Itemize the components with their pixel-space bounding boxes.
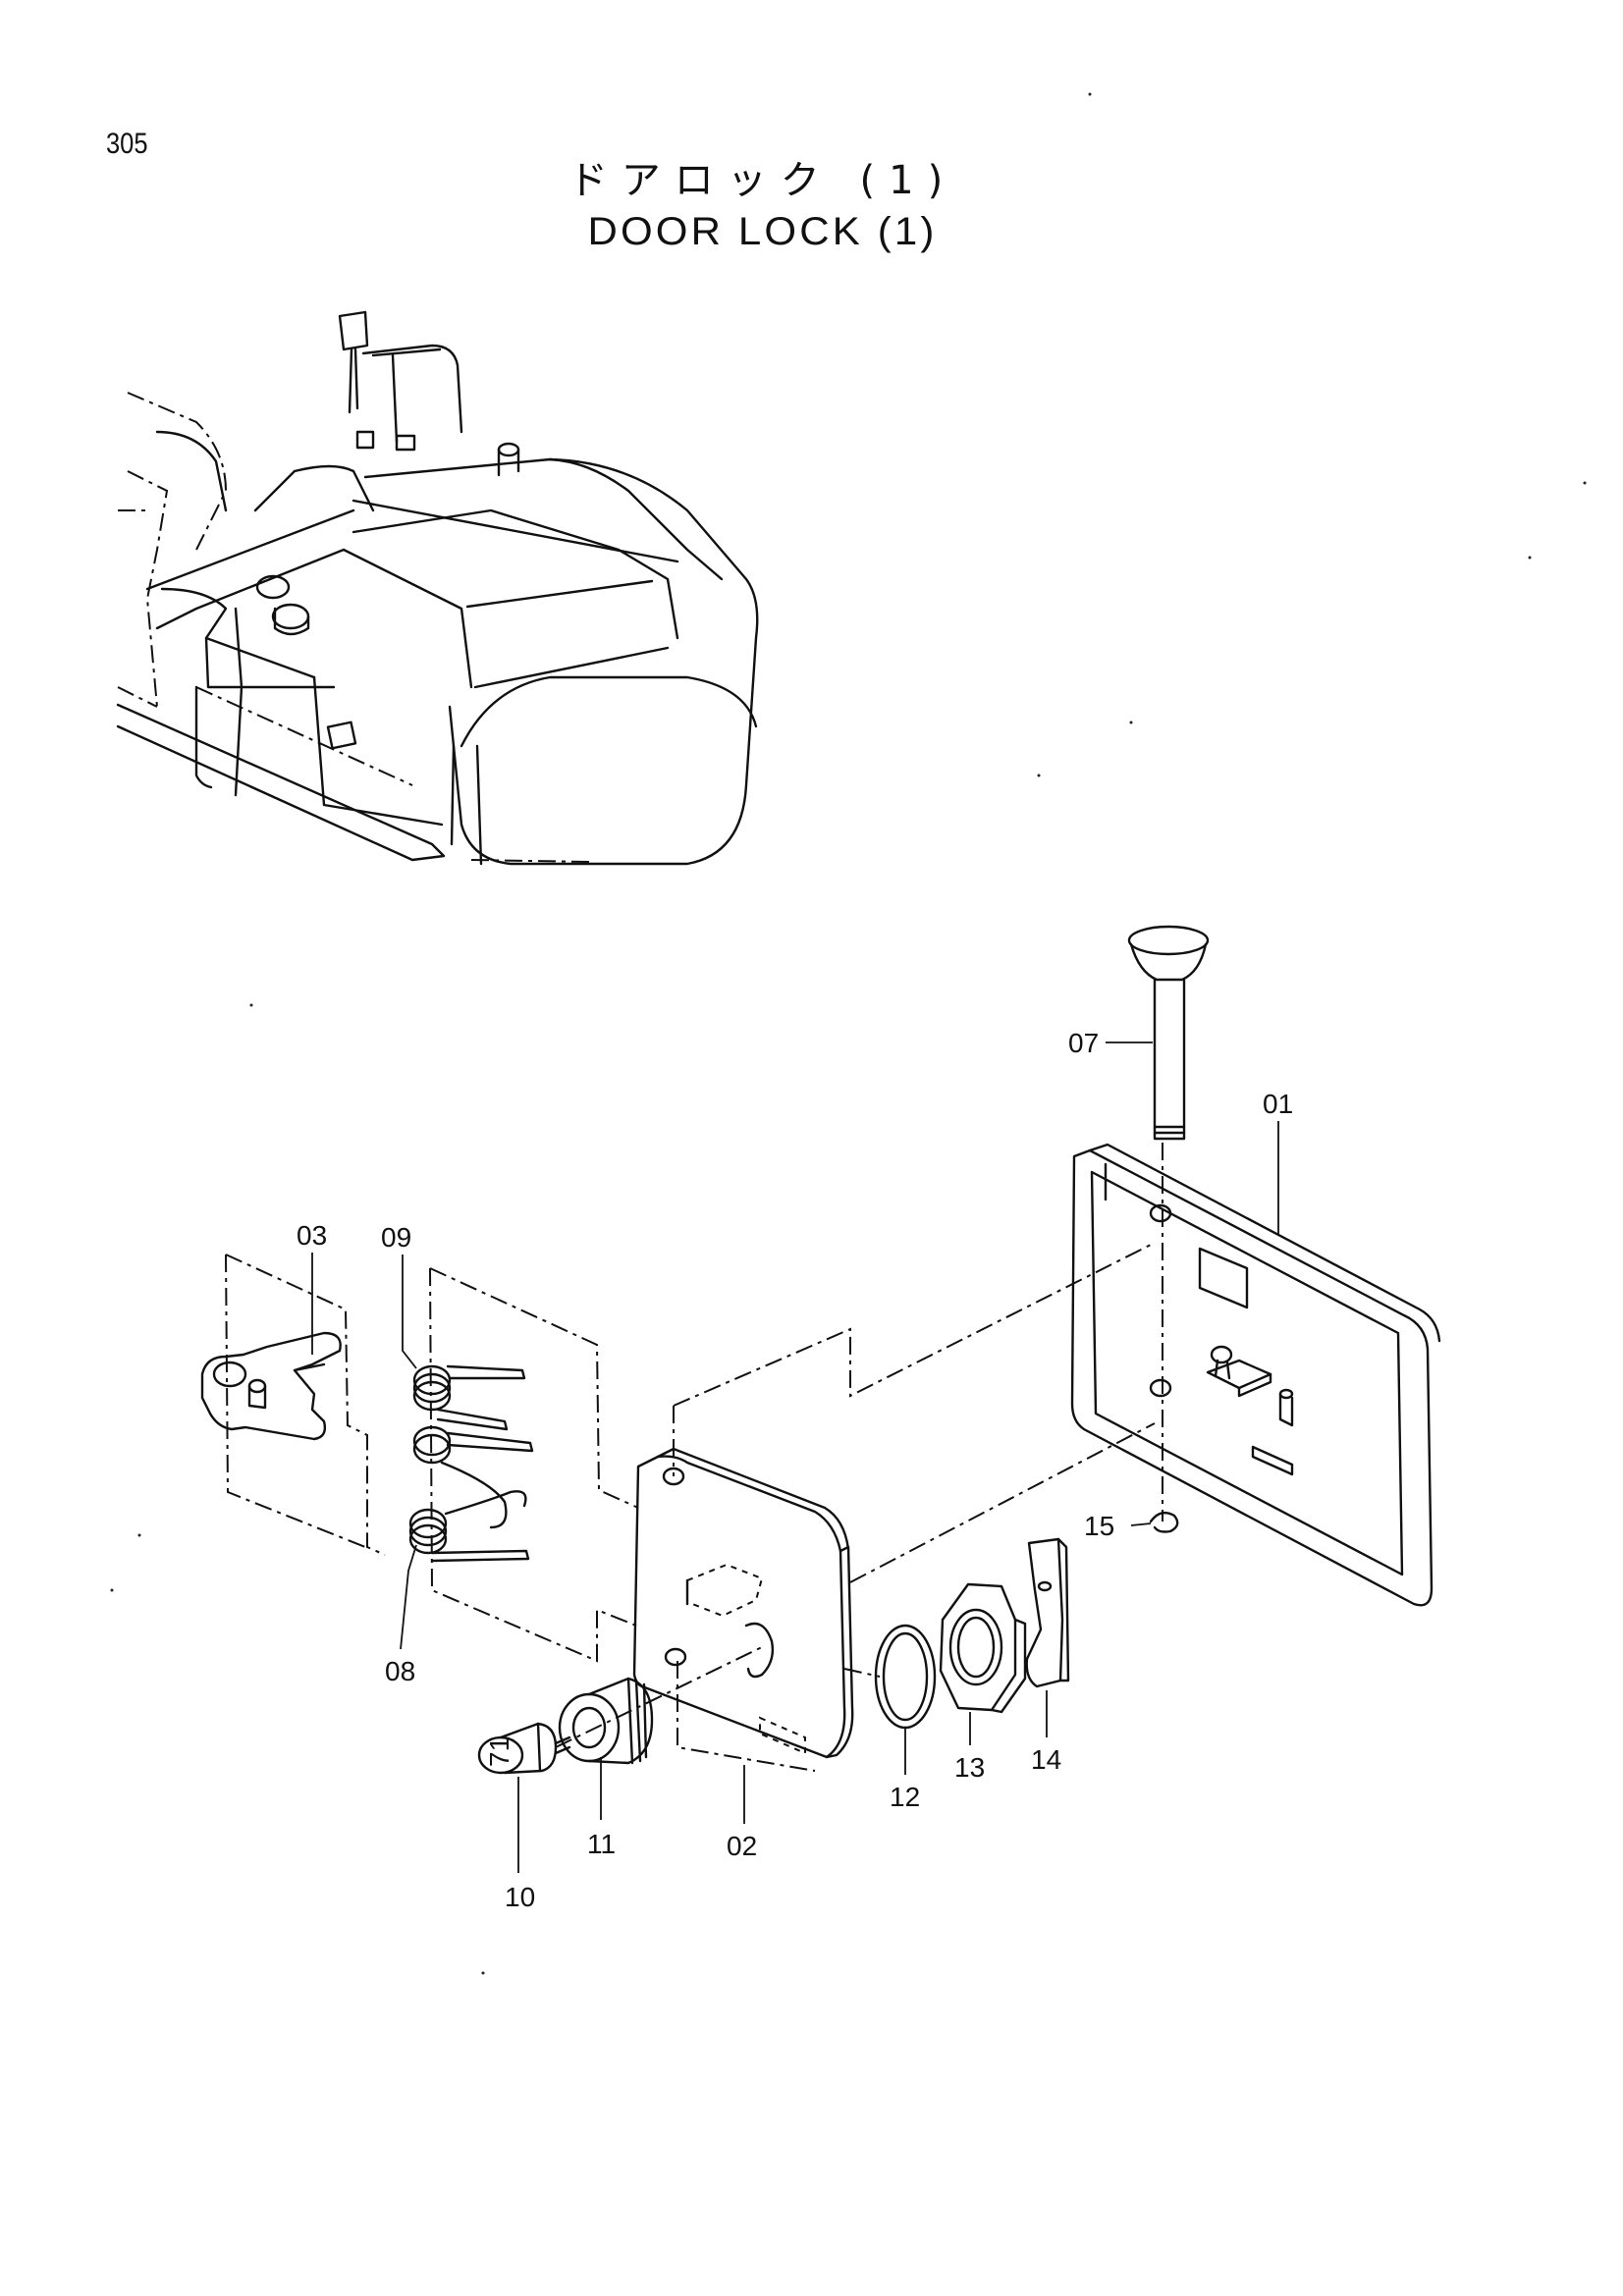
part-08-spring [408,1490,530,1563]
part-09-spring-upper [412,1364,526,1431]
machine-overview-drawing [116,310,759,866]
page-number: 305 [106,128,148,160]
callout-03: 03 [297,1220,327,1251]
part-02-plate [632,1447,854,1759]
callout-13: 13 [954,1752,985,1783]
callout-14: 14 [1031,1744,1061,1775]
part-14-cam [1025,1537,1070,1688]
callout-10: 10 [505,1882,535,1912]
leader-lines [311,1041,1279,1873]
exploded-view: 71 [200,925,1441,1873]
scan-specks [110,92,1587,1975]
callout-labels: 01 02 03 07 08 09 10 11 12 13 14 15 [297,1028,1293,1912]
part-09-spring-lower [412,1425,534,1529]
part-03-lever [200,1331,342,1441]
callout-15: 15 [1084,1511,1114,1541]
callout-12: 12 [890,1782,920,1812]
callout-01: 01 [1263,1089,1293,1119]
part-13-nut [939,1582,1027,1714]
svg-text:71: 71 [484,1736,514,1767]
part-01-lock-housing [1070,1143,1441,1607]
part-10-key-cylinder: 71 [477,1722,571,1775]
callout-02: 02 [727,1831,757,1861]
part-11-bushing [558,1677,654,1765]
title-japanese: ドアロック (1) [568,158,957,203]
callout-08: 08 [385,1656,415,1686]
part-15-clip [1149,1511,1179,1533]
callout-07: 07 [1068,1028,1099,1058]
title-english: DOOR LOCK (1) [587,210,938,253]
page-title: ドアロック (1) DOOR LOCK (1) [0,155,1623,257]
callout-09: 09 [381,1222,411,1253]
projection-lines [225,1143,1163,1772]
part-12-washer [874,1624,937,1730]
part-07-pin [1127,925,1210,1141]
callout-11: 11 [587,1829,616,1859]
